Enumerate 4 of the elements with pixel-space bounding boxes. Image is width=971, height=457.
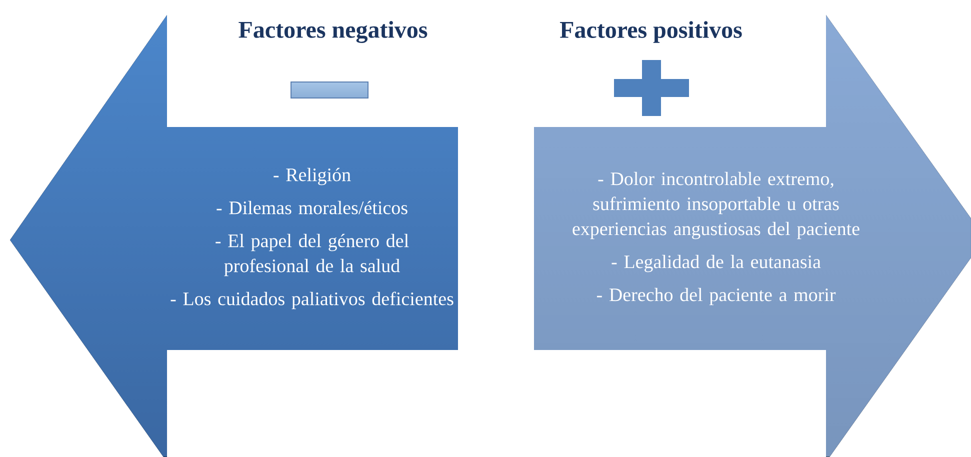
heading: Factores negativos (238, 21, 428, 43)
bullet-list: - Religión - Dilemas morales/éticos - El papel del género del profesional de la salud - Los cuidados paliativos deficientes (170, 168, 454, 310)
heading: Factores positivos (560, 21, 742, 43)
bullet-list: - Dolor incontrolable extremo, sufrimiento insoportable u otras experiencias angustiosas del paciente - Legalidad de la eutanasia - Derecho del paciente a morir (572, 172, 860, 306)
